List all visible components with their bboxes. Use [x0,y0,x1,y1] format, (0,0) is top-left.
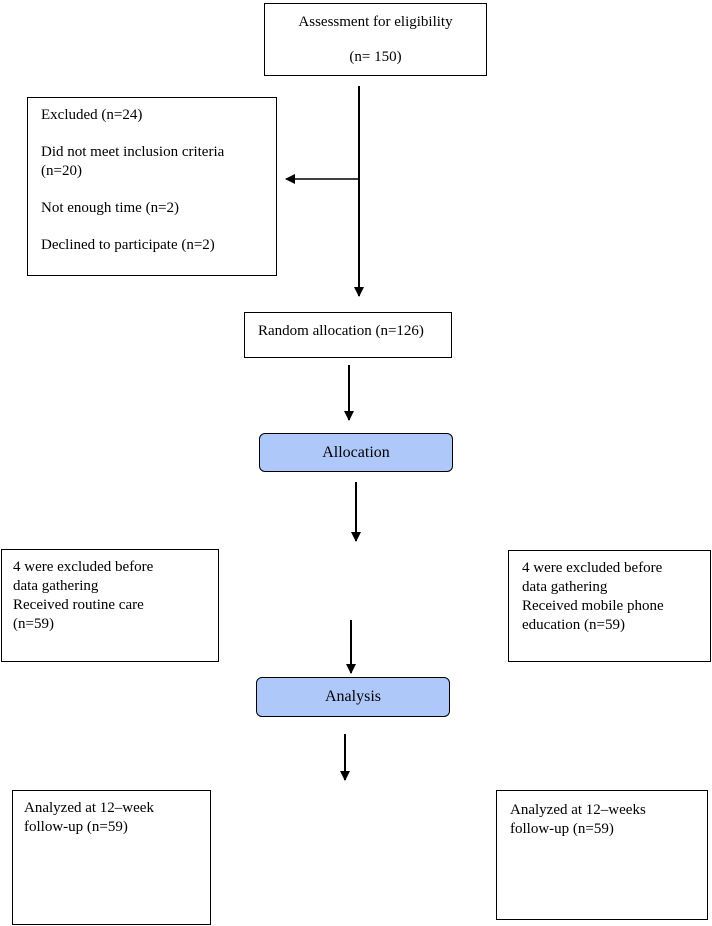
left-group-line-2: data gathering [13,578,99,594]
analysis-stage: Analysis [256,677,450,717]
assessment-title: Assessment for eligibility [298,14,453,30]
left-group-line-1: 4 were excluded before [13,559,154,575]
right-group-line-1: 4 were excluded before [522,560,663,576]
left-group-box: 4 were excluded before data gathering Re… [1,549,219,662]
excluded-box: Excluded (n=24) Did not meet inclusion c… [27,97,277,276]
random-allocation-label: Random allocation (n=126) [258,323,424,339]
right-analyzed-line-1: Analyzed at 12–weeks [510,802,646,818]
right-group-line-3: Received mobile phone [522,598,664,614]
excluded-reason-criteria-count: (n=20) [41,163,82,179]
left-analyzed-box: Analyzed at 12–week follow-up (n=59) [12,790,211,925]
right-group-line-4: education (n=59) [522,617,626,633]
allocation-label: Allocation [322,443,390,461]
random-allocation-box: Random allocation (n=126) [244,312,452,358]
left-group-line-4: (n=59) [13,616,54,632]
right-analyzed-box: Analyzed at 12–weeks follow-up (n=59) [496,790,708,920]
excluded-reason-declined: Declined to participate (n=2) [41,237,215,253]
assessment-box: Assessment for eligibility (n= 150) [264,3,487,76]
analysis-label: Analysis [325,688,381,705]
assessment-count: (n= 150) [349,49,402,65]
right-analyzed-line-2: follow-up (n=59) [510,821,614,837]
left-analyzed-line-2: follow-up (n=59) [24,819,128,835]
right-group-box: 4 were excluded before data gathering Re… [508,550,711,662]
right-group-line-2: data gathering [522,579,608,595]
allocation-stage: Allocation [259,433,453,472]
excluded-reason-criteria: Did not meet inclusion criteria [41,144,225,160]
left-analyzed-line-1: Analyzed at 12–week [24,800,154,816]
left-group-line-3: Received routine care [13,597,144,613]
excluded-reason-time: Not enough time (n=2) [41,200,180,216]
excluded-title: Excluded (n=24) [41,107,143,123]
